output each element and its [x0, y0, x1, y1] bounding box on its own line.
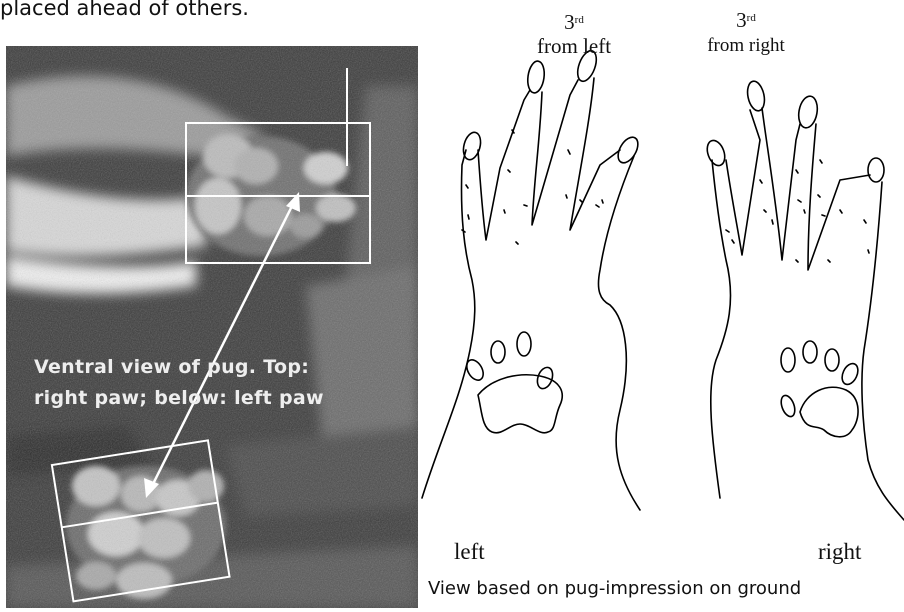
right-digit-number: 3	[736, 8, 747, 32]
pug-photo: Ventral view of pug. Top: right paw; bel…	[6, 46, 418, 608]
intro-text-fragment: placed ahead of others.	[0, 0, 249, 20]
left-paw-outline	[422, 48, 642, 510]
pug-photo-image	[6, 46, 418, 608]
photo-caption-line-2: right paw; below: left paw	[34, 383, 414, 414]
right-hand-label: right	[818, 539, 861, 565]
photo-caption-line-1: Ventral view of pug. Top:	[34, 352, 414, 383]
left-third-digit-label: 3rd from left	[518, 10, 630, 58]
left-digit-text: from left	[518, 34, 630, 58]
right-digit-text: from right	[686, 34, 806, 58]
right-third-digit-label: 3rd from right	[686, 8, 806, 58]
photo-caption: Ventral view of pug. Top: right paw; bel…	[34, 352, 414, 414]
right-paw-outline	[704, 80, 904, 520]
drawing-caption: View based on pug-impression on ground	[428, 578, 801, 599]
left-digit-ordinal: rd	[575, 14, 584, 26]
right-digit-ordinal: rd	[747, 12, 756, 24]
hand-drawing-panel: 3rd from left 3rd from right left right …	[420, 0, 904, 608]
left-hand-label: left	[454, 539, 485, 565]
paw-line-drawing	[420, 0, 904, 608]
left-digit-number: 3	[564, 10, 575, 34]
